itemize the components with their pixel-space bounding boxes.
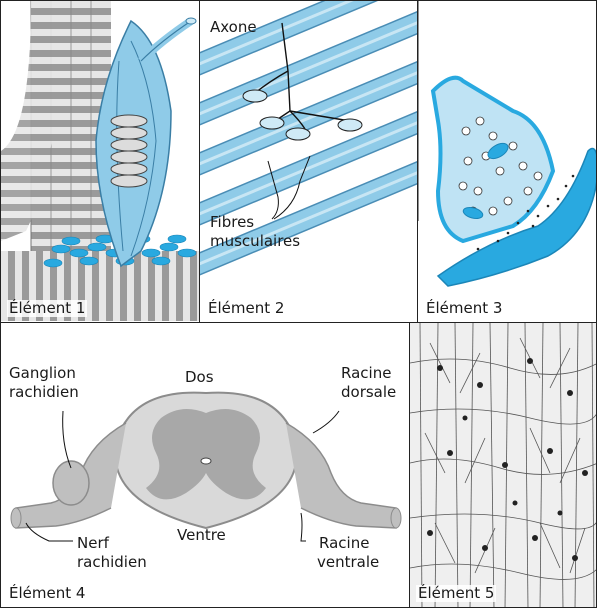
ganglion-label-line2: rachidien (9, 384, 79, 401)
ganglion-label-line1: Ganglion (9, 365, 76, 382)
panel-element-5: Élément 5 (409, 322, 597, 608)
presynaptic-terminal (433, 78, 553, 241)
panel-element-4: Dos Ventre Ganglion rachidien Racine dor… (0, 322, 410, 608)
nerf-label-line1: Nerf (77, 535, 109, 552)
racine-dorsale-label-line2: dorsale (341, 384, 396, 401)
ventre-label: Ventre (177, 527, 226, 544)
panel-element-2: Axone Fibres musculaires Élément 2 (199, 0, 418, 323)
axon-label: Axone (210, 19, 257, 36)
muscle-spindle-illustration (1, 1, 200, 323)
neural-tissue-micrograph (410, 323, 597, 608)
racine-ventrale-label-line1: Racine (319, 535, 369, 552)
racine-ventrale-label-line2: ventrale (317, 554, 379, 571)
caption-element-4: Élément 4 (7, 585, 87, 602)
caption-element-1: Élément 1 (7, 300, 87, 317)
right-roots (286, 423, 396, 528)
central-canal (201, 458, 211, 464)
fibres-label-line1: Fibres (210, 214, 254, 231)
caption-element-2: Élément 2 (206, 300, 286, 317)
nerf-label-line2: rachidien (77, 554, 147, 571)
caption-element-3: Élément 3 (424, 300, 504, 317)
synapse-illustration (418, 1, 597, 323)
caption-element-5: Élément 5 (416, 585, 496, 602)
dos-label: Dos (185, 369, 214, 386)
panel-element-1: Élément 1 (0, 0, 200, 323)
panel-element-3: Élément 3 (417, 0, 597, 323)
racine-dorsale-label-line1: Racine (341, 365, 391, 382)
fibres-label-line2: musculaires (210, 233, 300, 250)
neuromuscular-junction-illustration (200, 1, 418, 323)
